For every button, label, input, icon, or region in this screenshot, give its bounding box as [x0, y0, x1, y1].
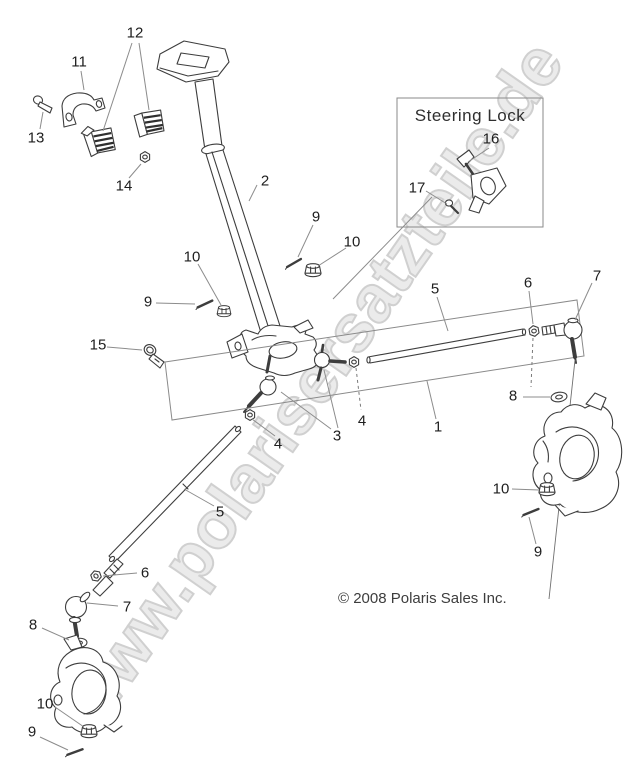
lock-screw-drawing	[444, 199, 460, 215]
callout-9-left: 9	[143, 293, 153, 311]
callout-7-right: 7	[592, 267, 602, 285]
cotter-pin-left-drawing	[194, 299, 214, 311]
callout-15: 15	[89, 336, 107, 354]
handlebar-clamp-drawing	[61, 92, 106, 128]
callout-4-right: 4	[357, 412, 367, 430]
callout-10-bl: 10	[36, 695, 54, 713]
clamp-bolt-drawing	[32, 95, 53, 114]
washer-right-drawing	[549, 390, 569, 404]
column-bracket-drawing	[226, 319, 319, 377]
tie-rod-end-right-drawing	[541, 317, 583, 364]
callout-6-right: 6	[523, 274, 533, 292]
tie-rod-right-group	[164, 299, 585, 600]
steering-lock-inset	[396, 97, 544, 228]
ball-joint-center-drawing	[243, 354, 277, 413]
tie-rod-nut-drawing	[527, 324, 541, 338]
callout-5-left: 5	[215, 503, 225, 521]
callout-8-left: 8	[28, 616, 38, 634]
flange-nut-left-drawing	[216, 305, 232, 318]
callout-9-br: 9	[533, 543, 543, 561]
callout-3: 3	[332, 427, 342, 445]
callout-1: 1	[433, 418, 443, 436]
callout-6-left: 6	[140, 564, 150, 582]
knuckle-left-drawing	[50, 634, 123, 734]
callout-4-left: 4	[273, 435, 283, 453]
callout-10-br: 10	[492, 480, 510, 498]
knuckle-right-nut-drawing	[538, 482, 556, 497]
callout-17: 17	[408, 179, 426, 197]
callout-8-right: 8	[508, 387, 518, 405]
knuckle-right-pin-drawing	[520, 507, 541, 519]
ball-joint-right-drawing	[313, 343, 347, 382]
steering-column-drawing	[156, 40, 282, 337]
callout-16: 16	[482, 130, 500, 148]
callout-2: 2	[260, 172, 270, 190]
callout-7-left: 7	[122, 598, 132, 616]
callout-11: 11	[71, 53, 87, 71]
steering-lock-drawing	[456, 149, 507, 214]
tie-rod-end-left-drawing	[64, 558, 124, 638]
callout-14: 14	[115, 177, 133, 195]
callout-5-right: 5	[430, 280, 440, 298]
callout-13: 13	[27, 129, 45, 147]
leader-lines	[39, 42, 593, 751]
copyright-text: © 2008 Polaris Sales Inc.	[338, 590, 507, 607]
nut-14-drawing	[139, 151, 151, 163]
tie-rod-shaft	[367, 328, 526, 364]
tie-rod-shaft-left	[108, 425, 242, 563]
jam-nut-right-drawing	[348, 356, 360, 368]
mount-bolt-15-drawing	[143, 344, 165, 369]
callout-9-top: 9	[311, 208, 321, 226]
jam-nut-left-drawing	[244, 409, 256, 421]
callout-10-left: 10	[183, 248, 201, 266]
callout-9-bl: 9	[27, 723, 37, 741]
callout-10-top: 10	[343, 233, 361, 251]
callout-12: 12	[126, 24, 144, 42]
tie-rod-left-group	[64, 425, 242, 703]
bushing-drawings	[80, 109, 165, 158]
inset-box-title: Steering Lock	[414, 106, 526, 125]
cotter-pin-top-drawing	[283, 257, 303, 271]
knuckle-right-drawing	[532, 392, 623, 517]
